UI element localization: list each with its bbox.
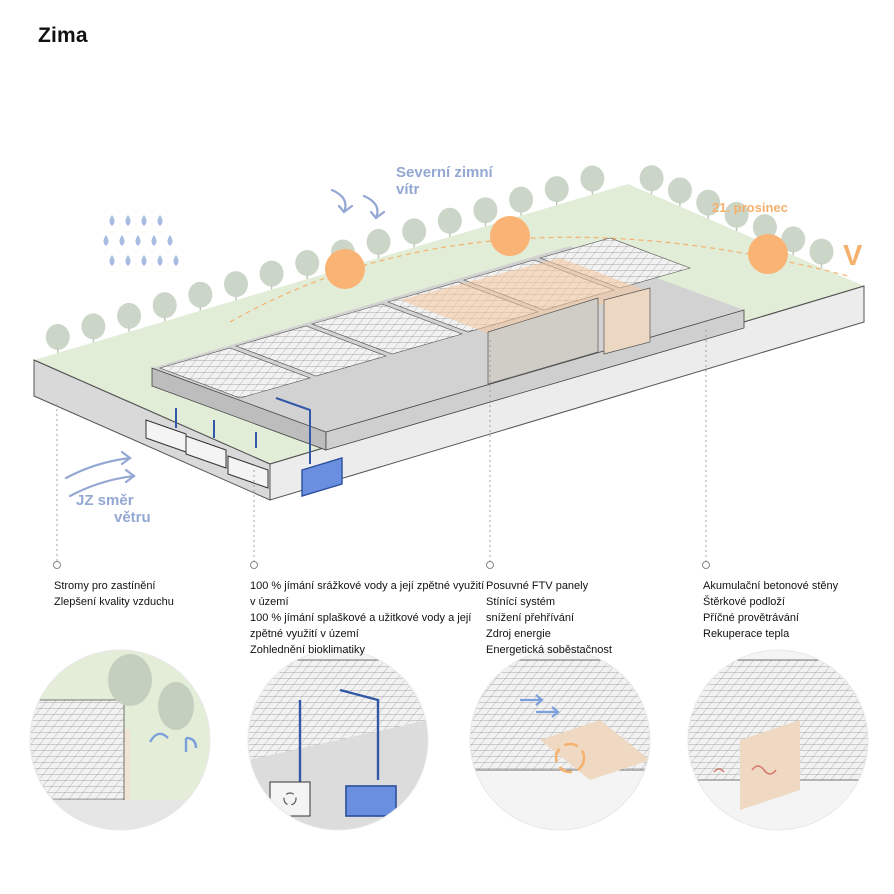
sw-wind-label: JZ směr větru <box>76 492 151 526</box>
raindrop-icon <box>167 235 173 246</box>
callout-line: 100 % jímání splaškové a užitkové vody a… <box>250 612 472 624</box>
callout-dot <box>250 561 258 569</box>
sun-path-line <box>229 236 849 323</box>
callout-line: snížení přehřívání <box>486 612 575 624</box>
callout-walls: Akumulační betonové stěny Štěrkové podlo… <box>703 578 838 642</box>
sun-direction-label: V <box>843 240 863 272</box>
callout-line: Zdroj energie <box>486 628 551 640</box>
callout-line: Zohlednění bioklimatiky <box>250 644 365 656</box>
water-tank-icon <box>301 457 343 497</box>
detail-water <box>248 650 428 830</box>
callout-line: v území <box>250 596 289 608</box>
recycle-icon <box>283 792 297 806</box>
raindrop-icon <box>135 235 141 246</box>
north-wind-line: Severní zimní <box>396 164 493 181</box>
raindrop-icon <box>109 255 115 266</box>
sw-wind-line: větru <box>114 509 151 526</box>
raindrop-icon <box>103 235 109 246</box>
callout-dot <box>486 561 494 569</box>
callout-line: Stromy pro zastínění <box>54 580 156 592</box>
wind-arrow-icon <box>64 188 386 498</box>
callout-line: 100 % jímání srážkové vody a její zpětné… <box>250 580 485 592</box>
callout-dot <box>702 561 710 569</box>
water-system <box>145 397 343 497</box>
raindrop-icon <box>141 255 147 266</box>
sw-wind-line: JZ směr <box>76 492 134 509</box>
callout-leaders <box>56 330 707 561</box>
raindrop-icon <box>103 215 179 266</box>
detail-walls <box>688 650 868 830</box>
raindrop-icon <box>157 215 163 226</box>
detail-solar <box>470 650 650 830</box>
building-block <box>151 237 745 451</box>
page-title: Zima <box>38 24 88 47</box>
callout-line: Energetická soběstačnost <box>486 644 612 656</box>
sun-date-label: 21. prosinec <box>712 200 788 215</box>
raindrop-icon <box>173 255 179 266</box>
callout-line: zpětné využití v území <box>250 628 359 640</box>
raindrop-icon <box>151 235 157 246</box>
raindrop-icon <box>141 215 147 226</box>
raindrop-icon <box>119 235 125 246</box>
raindrop-icon <box>125 255 131 266</box>
tree-icon <box>45 165 834 353</box>
north-wind-label: Severní zimní vítr <box>396 164 493 198</box>
north-wind-line: vítr <box>396 181 420 198</box>
callout-solar: Posuvné FTV panely Stínící systém snížen… <box>486 578 612 658</box>
callout-water: 100 % jímání srážkové vody a její zpětné… <box>250 578 484 658</box>
raindrop-icon <box>125 215 131 226</box>
callout-dot <box>53 561 61 569</box>
raindrop-icon <box>157 255 163 266</box>
callout-line: Posuvné FTV panely <box>486 580 589 592</box>
callout-line: Štěrkové podloží <box>703 596 785 608</box>
callout-line: Stínící systém <box>486 596 556 608</box>
callout-line: Rekuperace tepla <box>703 628 790 640</box>
raindrop-icon <box>109 215 115 226</box>
callout-line: Příčné provětrávání <box>703 612 799 624</box>
callout-trees: Stromy pro zastínění Zlepšení kvality vz… <box>54 578 174 610</box>
sun-icon <box>325 216 788 289</box>
callout-line: Akumulační betonové stěny <box>703 580 839 592</box>
detail-trees <box>30 650 210 830</box>
callout-line: Zlepšení kvality vzduchu <box>54 596 174 608</box>
